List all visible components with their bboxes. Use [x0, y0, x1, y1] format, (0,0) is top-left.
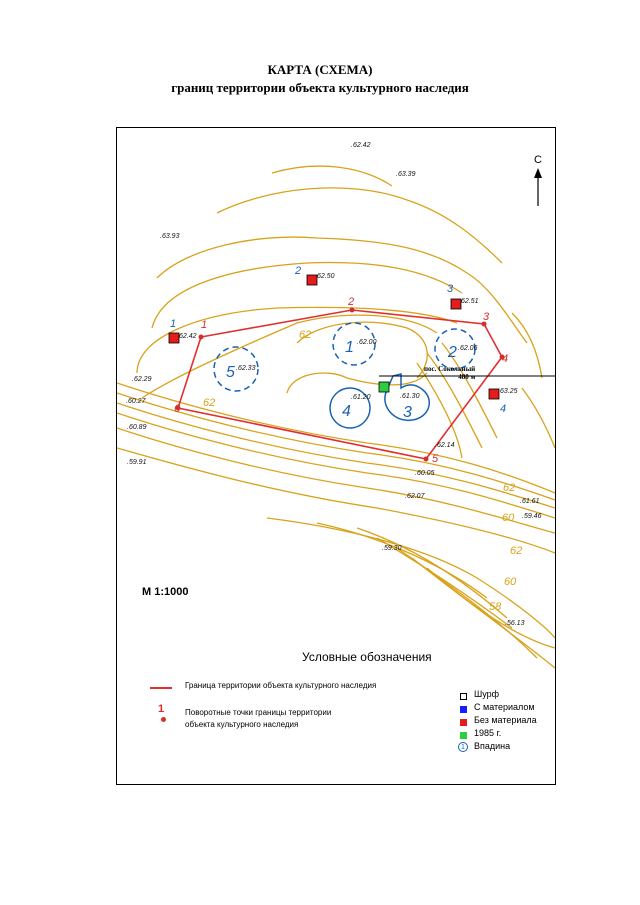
depression-label: 2 [447, 344, 457, 361]
heritage-boundary [176, 309, 503, 460]
map-subtitle: границ территории объекта культурного на… [171, 80, 469, 95]
turning-point-dot [499, 354, 505, 360]
contour-label: 62 [203, 397, 215, 409]
turning-point-label: 2 [347, 296, 354, 308]
elevation-mark: .60.05 [415, 470, 435, 477]
depression-label: 3 [403, 404, 412, 421]
depression-5 [213, 346, 259, 392]
elevation-mark: .59.30 [382, 545, 402, 552]
depressions [213, 322, 476, 429]
elevation-mark: .62.29 [132, 376, 152, 383]
pit-1985 [378, 381, 390, 393]
elevation-mark: .62.42 [351, 142, 371, 149]
turning-point-dot [175, 405, 181, 411]
legend-turning-line2: объекта культурного наследия [185, 720, 299, 729]
elevation-mark: .59.46 [522, 513, 542, 520]
depression-4 [329, 387, 371, 429]
depression-label: 4 [342, 403, 351, 420]
elevation-mark: .61.61 [520, 498, 540, 505]
elevation-mark: .61.30 [400, 393, 420, 400]
turning-point-label: 3 [483, 311, 490, 323]
elevation-mark: .63.39 [396, 171, 416, 178]
pit-no-material [488, 388, 500, 400]
legend-no-material-text: Без материала [474, 715, 537, 725]
contour-label: 62 [510, 545, 522, 557]
north-label: С [534, 154, 542, 166]
depression-3 [384, 373, 431, 421]
contour-label: 60 [502, 512, 515, 524]
elevation-mark: .62.33 [236, 365, 256, 372]
elevation-mark: 62.51 [461, 298, 479, 305]
elevation-mark: .61.20 [351, 394, 371, 401]
legend-depression-icon: 1 [458, 742, 468, 752]
road-label: пос. Сокольный 480 м [424, 365, 475, 381]
elevation-mark: 62.50 [317, 273, 335, 280]
elevation-mark: .59.91 [127, 459, 147, 466]
legend-1985-swatch [460, 732, 467, 739]
map-title: КАРТА (СХЕМА) [267, 62, 373, 77]
pit-no-material [450, 298, 462, 310]
pit-label: 2 [294, 265, 301, 277]
legend-turning-text: Поворотные точки границы территории объе… [185, 707, 331, 731]
legend-turning-number: 1 [158, 703, 165, 715]
road-distance: 480 м [458, 373, 476, 381]
turning-point-label: 5 [432, 453, 439, 465]
turning-point-label: 4 [502, 353, 508, 365]
pit-label: 4 [500, 403, 506, 415]
legend-boundary-text: Граница территории объекта культурного н… [185, 681, 377, 690]
pit-no-material [168, 332, 180, 344]
elevation-mark: .62.06 [458, 345, 478, 352]
legend-turning-dot [161, 717, 166, 722]
legend-pit-swatch [460, 693, 467, 700]
road-name: пос. Сокольный [424, 365, 476, 373]
legend-depression-text: Впадина [474, 741, 511, 751]
legend-no-material-swatch [460, 719, 467, 726]
turning-point-label: 1 [201, 319, 207, 331]
contour-label: 58 [489, 601, 502, 613]
legend-pit-text: Шурф [474, 689, 500, 699]
depression-2 [434, 328, 476, 370]
contour-label: 62 [503, 482, 515, 494]
scale-label: М 1:1000 [142, 586, 189, 598]
legend-turning-line1: Поворотные точки границы территории [185, 708, 332, 717]
turning-point-dot [349, 307, 355, 313]
contour-lines [117, 165, 555, 669]
turning-point-dot [481, 321, 487, 327]
legend-with-material-text: С материалом [474, 702, 535, 712]
elevation-mark: .62.14 [435, 442, 455, 449]
elevation-mark: .56.13 [505, 620, 525, 627]
elevation-mark: .62.07 [405, 493, 425, 500]
depression-1 [332, 322, 376, 366]
elevation-mark: .63.93 [160, 233, 180, 240]
elevation-mark: .60.89 [127, 424, 147, 431]
legend-title: Условные обозначения [302, 650, 432, 664]
legend-boundary-line [150, 687, 172, 689]
depression-label: 1 [345, 339, 354, 356]
turning-point-dot [423, 456, 429, 462]
turning-point-dot [198, 334, 204, 340]
pit-no-material [306, 274, 318, 286]
contour-label: 62 [299, 329, 311, 341]
pit-label: 3 [447, 283, 454, 295]
legend-1985-text: 1985 г. [474, 728, 502, 738]
elevation-mark: 62.42 [179, 333, 197, 340]
turning-point-label: 6 [174, 403, 181, 415]
map-frame: 62 62 62 60 62 60 58 1 2 3 4 5 6 [116, 127, 556, 785]
elevation-mark: .62.00 [357, 339, 377, 346]
pit-label: 1 [170, 318, 176, 330]
map-canvas: 62 62 62 60 62 60 58 1 2 3 4 5 6 [117, 165, 555, 669]
elevation-mark: .60.27 [126, 398, 146, 405]
contour-label: 60 [504, 576, 517, 588]
turning-point-dots [175, 307, 505, 462]
elevation-mark: 63.25 [500, 388, 518, 395]
north-arrow-head [534, 168, 542, 178]
depression-label: 5 [226, 364, 235, 381]
legend-with-material-swatch [460, 706, 467, 713]
